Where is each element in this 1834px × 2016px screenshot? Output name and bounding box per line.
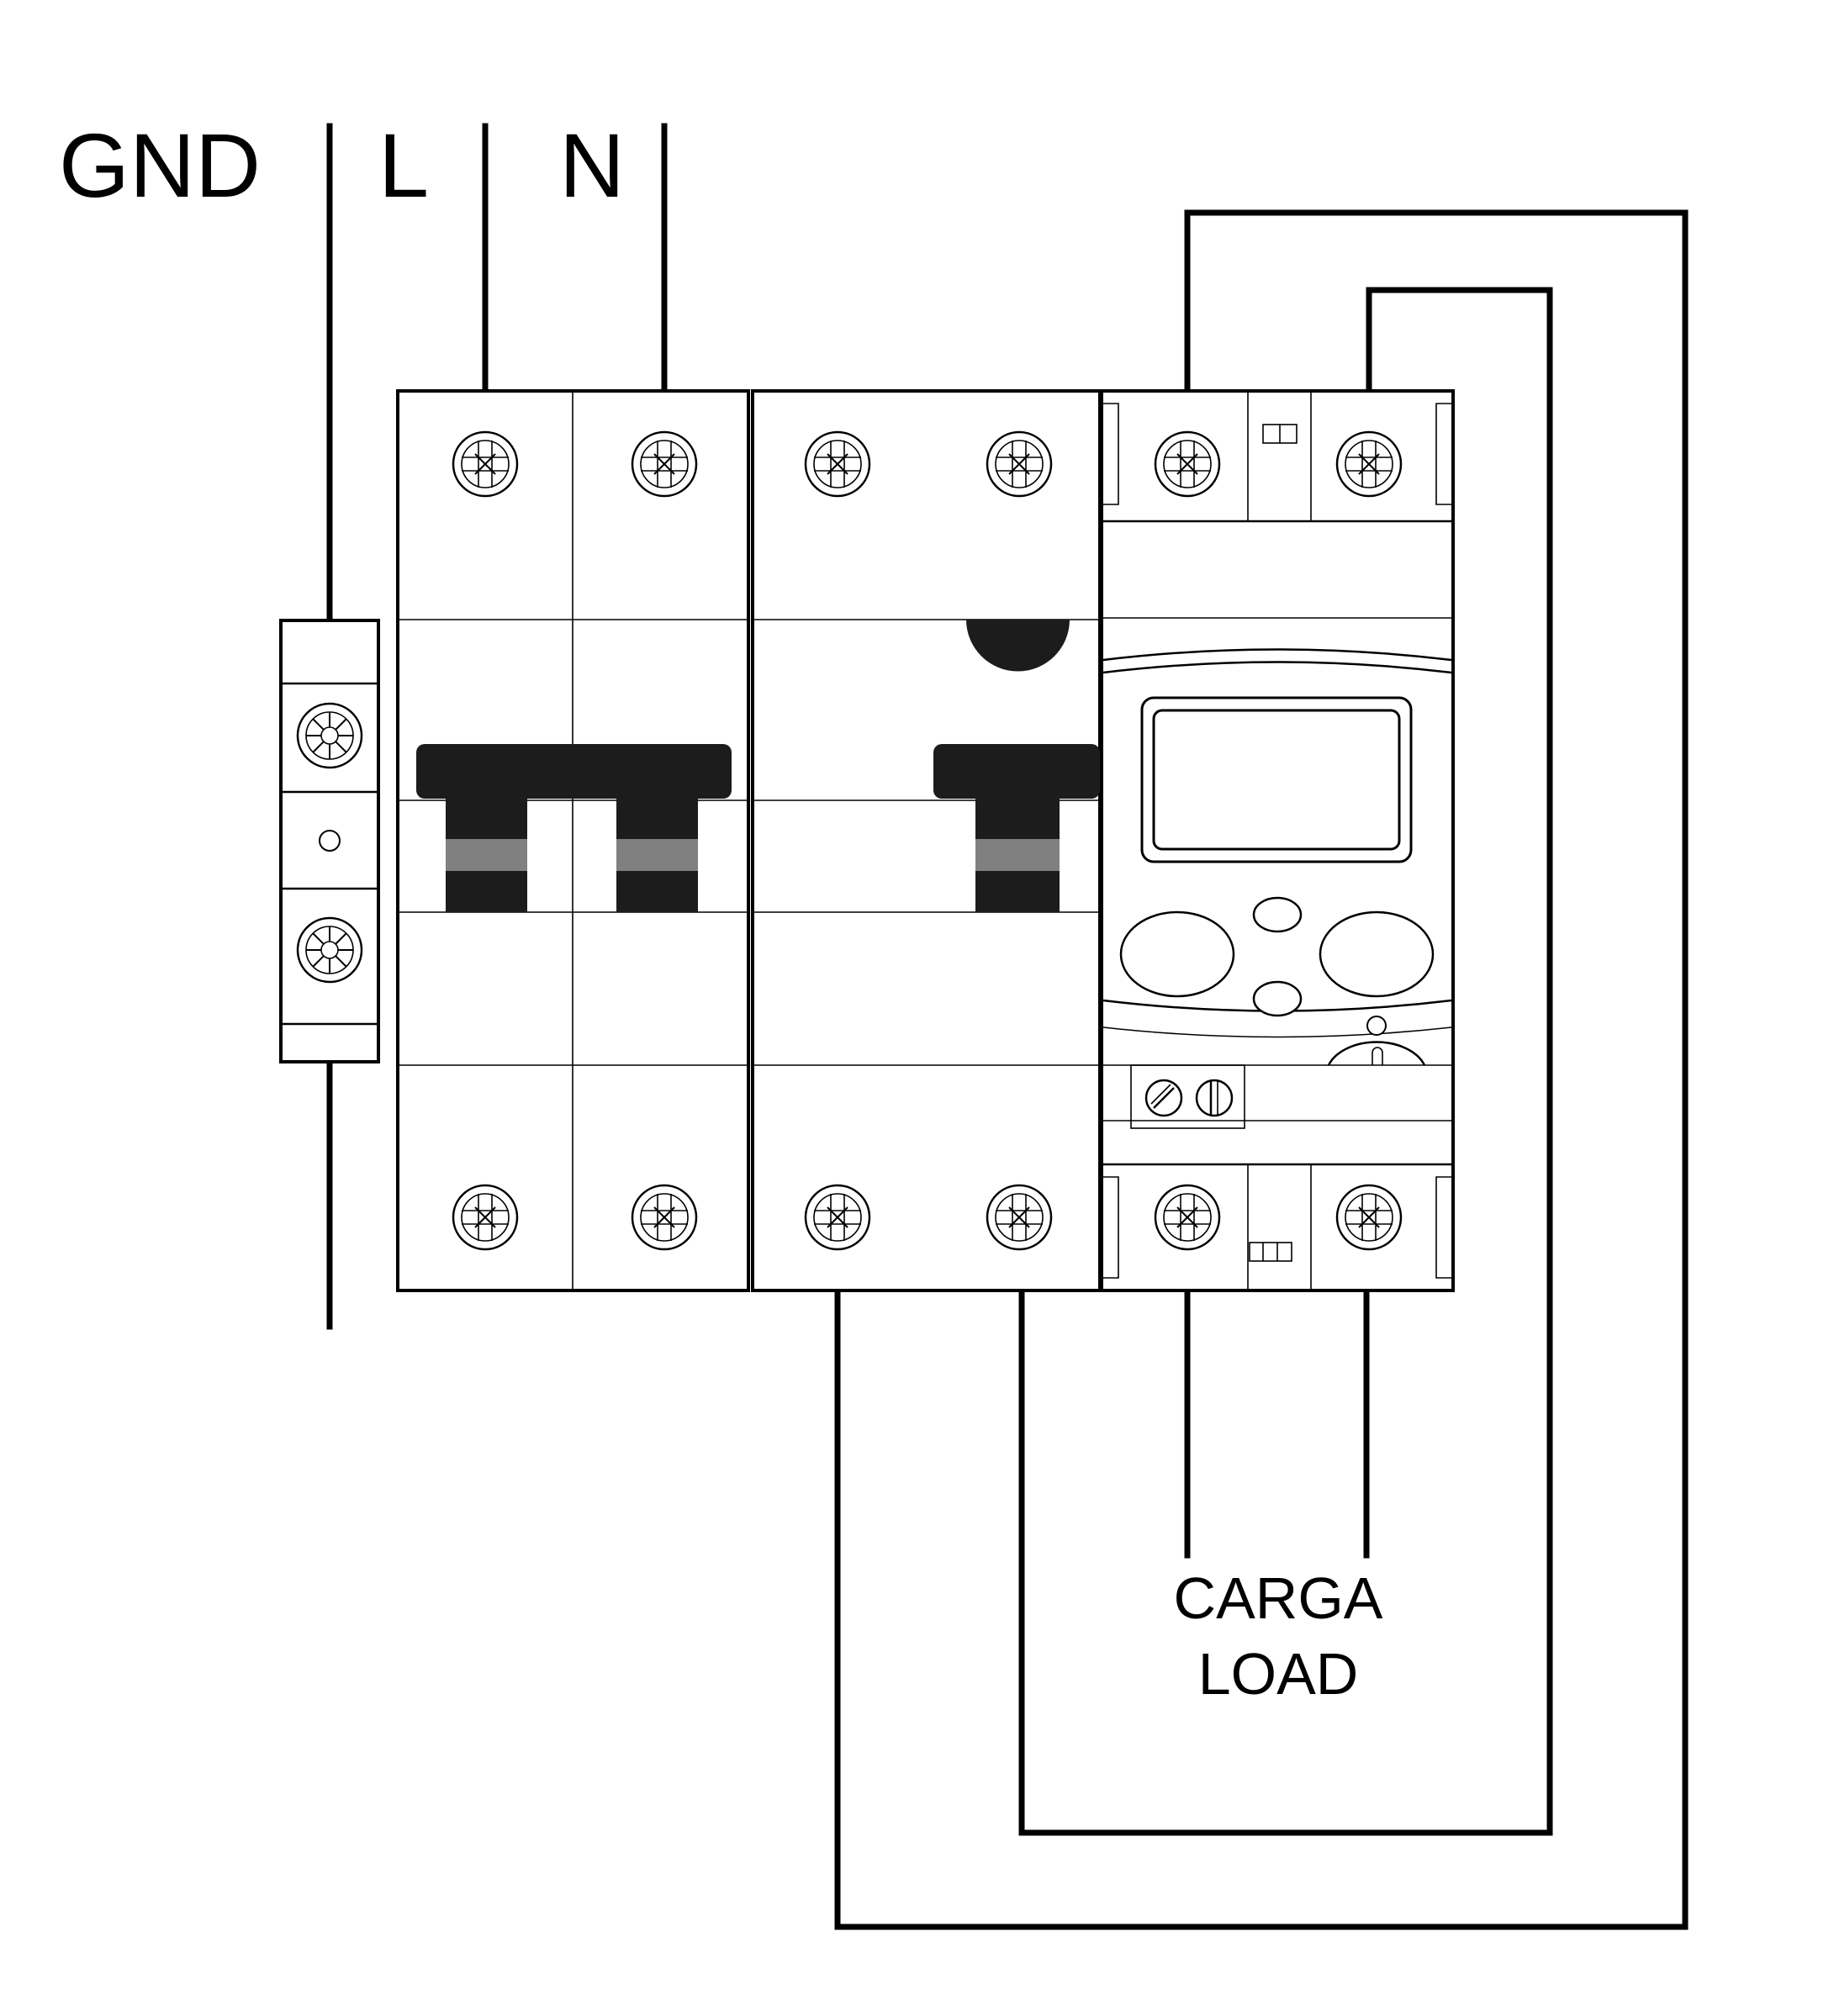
screw-icon (631, 430, 698, 498)
screw-icon (452, 430, 519, 498)
two-pole-circuit-breaker (396, 389, 750, 1292)
screw-icon (631, 1184, 698, 1251)
screw-icon (804, 430, 871, 498)
breaker-handle[interactable] (416, 744, 732, 912)
indicator-led (1366, 1016, 1387, 1036)
timer-button-up[interactable] (1252, 896, 1303, 933)
ground-terminal-block (279, 619, 380, 1063)
gnd-screw-icon (296, 702, 363, 769)
screw-icon (804, 1184, 871, 1251)
timer-display (1140, 696, 1413, 863)
timer-relay-module (1100, 389, 1455, 1292)
loop-wire-outer (834, 209, 1689, 1930)
timer-button-left[interactable] (1119, 910, 1235, 998)
gnd-hole-icon (319, 830, 341, 852)
screw-icon (1335, 430, 1403, 498)
residual-current-device (751, 389, 1102, 1292)
timer-button-right[interactable] (1319, 910, 1435, 998)
screw-icon (1335, 1184, 1403, 1251)
screw-icon (1154, 1184, 1221, 1251)
adjust-screw-icon[interactable] (1195, 1079, 1234, 1117)
load-label-es: CARGA (1174, 1565, 1383, 1631)
screw-icon (986, 1184, 1053, 1251)
load-label-en: LOAD (1198, 1641, 1359, 1707)
gnd-label: GND (59, 114, 261, 216)
adjust-screw-icon[interactable] (1144, 1079, 1183, 1117)
loop-wire-inner (1018, 287, 1553, 1836)
rcd-handle[interactable] (933, 744, 1100, 912)
test-button[interactable] (966, 620, 1070, 672)
screw-icon (986, 430, 1053, 498)
line-label: L (378, 114, 429, 216)
gnd-screw-icon (296, 916, 363, 984)
screw-icon (1154, 430, 1221, 498)
screw-icon (452, 1184, 519, 1251)
timer-button-down[interactable] (1252, 980, 1303, 1017)
neutral-label: N (559, 114, 625, 216)
